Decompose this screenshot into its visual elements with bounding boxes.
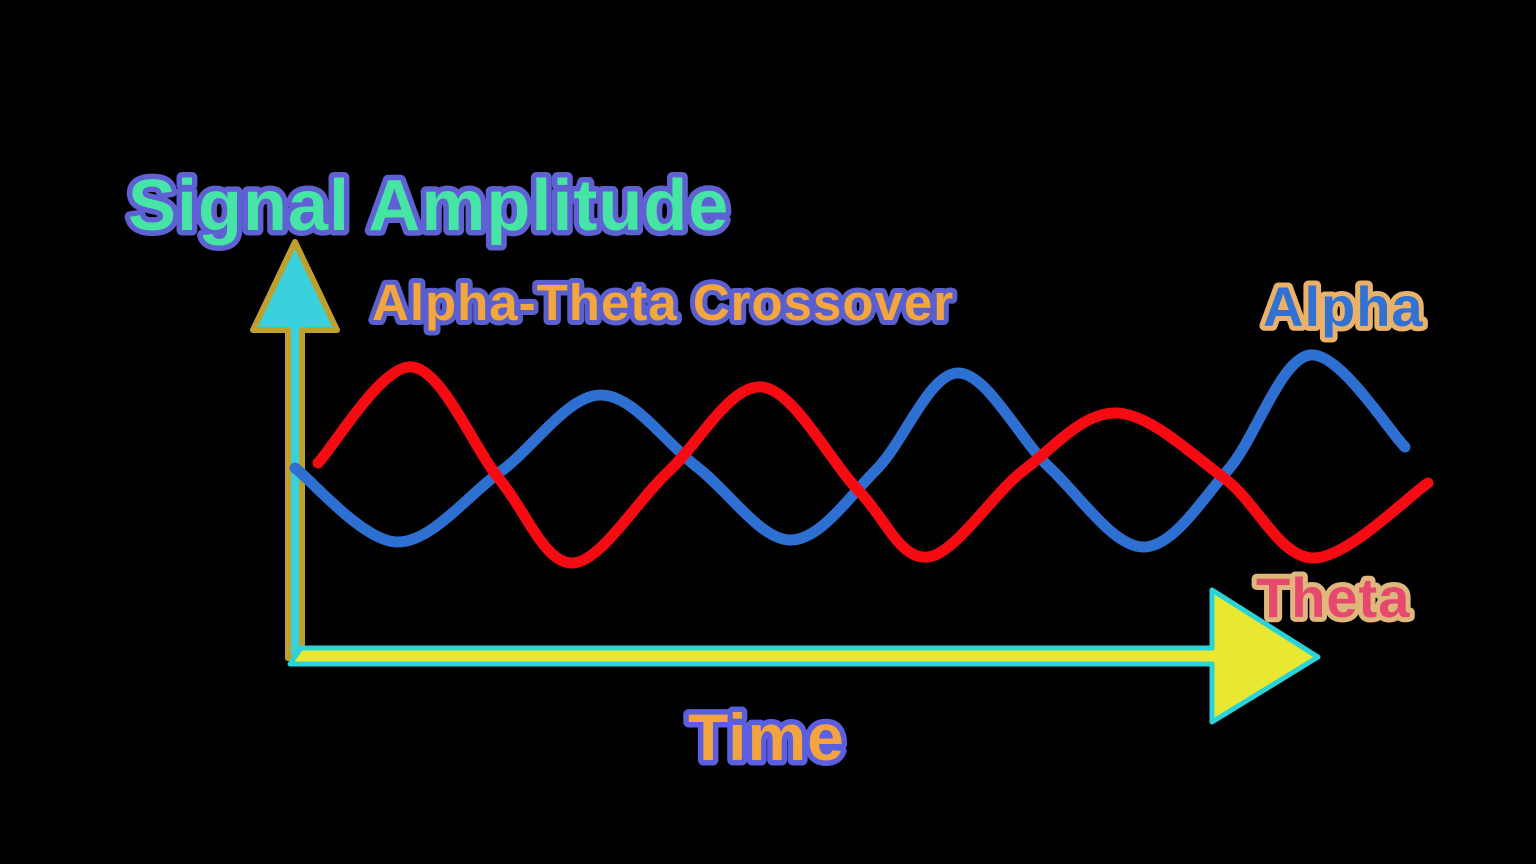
chart-title: Alpha-Theta Crossover xyxy=(372,274,954,331)
theta-wave xyxy=(312,361,1434,569)
alpha-wave xyxy=(289,349,1411,553)
theta-series-label: Theta xyxy=(1256,566,1410,629)
y-axis-arrow xyxy=(250,239,340,661)
x-axis-arrow xyxy=(287,587,1321,725)
y-axis-title: Signal Amplitude xyxy=(128,166,729,246)
wave-curves xyxy=(289,349,1434,569)
alpha-series-label: Alpha xyxy=(1263,275,1424,338)
x-axis-title: Time xyxy=(688,700,845,774)
